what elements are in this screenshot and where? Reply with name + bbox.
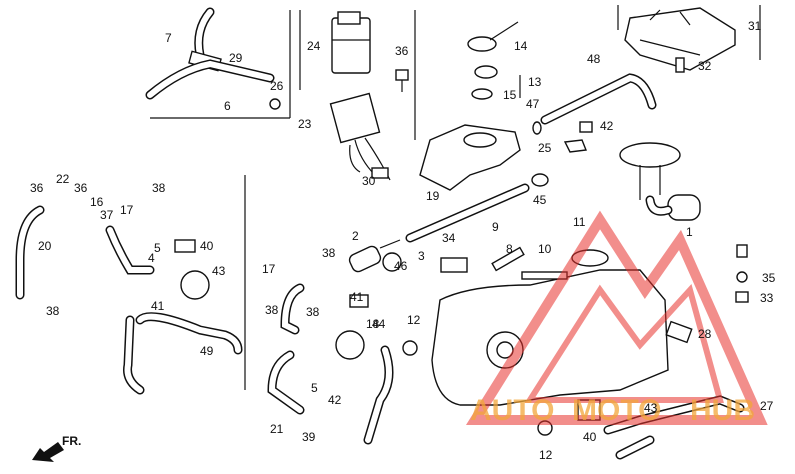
callout-number: 1: [686, 225, 693, 239]
callout-number: 17: [120, 203, 134, 217]
callout-number: 48: [587, 52, 601, 66]
breather-tube-group: [145, 7, 281, 110]
callout-number: 16: [90, 195, 104, 209]
fuel-pump: [619, 142, 701, 221]
callout-number: 13: [528, 75, 542, 89]
callout-number: 33: [760, 291, 774, 305]
callout-number: 12: [539, 448, 553, 462]
hose-47: [540, 73, 657, 125]
callout-number: 12: [407, 313, 421, 327]
callout-number: 8: [506, 242, 513, 256]
fuel-filter: [348, 239, 402, 273]
callout-number: 30: [362, 174, 376, 188]
callout-number: 37: [100, 208, 114, 222]
callout-number: 17: [262, 262, 276, 276]
callout-number: 46: [394, 259, 408, 273]
watermark-text-right: HUB: [690, 394, 755, 427]
callout-number: 6: [224, 99, 231, 113]
control-unit: [329, 92, 391, 181]
callout-number: 38: [46, 304, 60, 318]
callout-number: 28: [698, 327, 712, 341]
callout-number: 18: [366, 317, 380, 331]
callout-number: 25: [538, 141, 552, 155]
callout-number: 11: [573, 215, 586, 229]
callout-number: 42: [328, 393, 342, 407]
bolt-35: [395, 69, 409, 92]
callout-number: 31: [748, 19, 762, 33]
callout-number: 40: [200, 239, 214, 253]
callout-number: 38: [152, 181, 166, 195]
callout-number: 26: [270, 79, 284, 93]
callout-number: 43: [644, 401, 658, 415]
hoses-left: [15, 205, 394, 445]
callout-number: 40: [583, 430, 597, 444]
callout-number: 29: [229, 51, 243, 65]
callout-number: 35: [762, 271, 776, 285]
callout-number: 19: [426, 189, 440, 203]
callout-number: 38: [306, 305, 320, 319]
callout-labels: 1234556789101112121314151617171819202122…: [30, 19, 776, 462]
tube-18: [405, 183, 530, 243]
valves: [174, 239, 369, 360]
callout-number: 23: [298, 117, 312, 131]
callout-number: 9: [492, 220, 499, 234]
callout-number: 38: [265, 303, 279, 317]
callout-number: 3: [418, 249, 425, 263]
callout-number: 32: [698, 59, 712, 73]
callout-number: 41: [350, 290, 364, 304]
small-fittings: [531, 121, 593, 187]
callout-number: 20: [38, 239, 52, 253]
callout-number: 36: [395, 44, 409, 58]
filler-bracket: [419, 124, 521, 191]
callout-number: 39: [302, 430, 316, 444]
plate-33: [440, 257, 468, 273]
frame-lines: [150, 5, 761, 390]
callout-number: 42: [600, 119, 614, 133]
callout-number: 36: [30, 181, 44, 195]
callout-number: 2: [352, 229, 359, 243]
callout-number: 41: [151, 299, 165, 313]
callout-number: 44: [372, 317, 386, 331]
relay-box: [331, 11, 371, 74]
canister: [624, 7, 736, 73]
filler-cap-group: [467, 21, 521, 100]
watermark-text-mid: MOTO: [572, 394, 661, 427]
callout-number: 47: [526, 97, 540, 111]
callout-number: 7: [165, 31, 172, 45]
callout-number: 15: [503, 88, 517, 102]
watermark-logo: [465, 210, 768, 425]
callout-number: 22: [56, 172, 70, 186]
callout-number: 38: [322, 246, 336, 260]
callout-number: 34: [442, 231, 456, 245]
callout-number: 21: [270, 422, 284, 436]
front-direction-marker: FR.: [32, 434, 81, 462]
callout-number: 27: [760, 399, 774, 413]
callout-number: 24: [307, 39, 321, 53]
front-label: FR.: [62, 434, 81, 448]
watermark-text-left: AUTO: [470, 394, 554, 427]
callout-number: 36: [74, 181, 88, 195]
callout-number: 5: [311, 381, 318, 395]
callout-number: 10: [538, 242, 552, 256]
callout-number: 4: [148, 251, 155, 265]
callout-number: 14: [514, 39, 528, 53]
callout-number: 43: [212, 264, 226, 278]
callout-number: 49: [200, 344, 214, 358]
callout-number: 5: [154, 241, 161, 255]
bolts-right: [735, 244, 749, 303]
callout-number: 45: [533, 193, 547, 207]
